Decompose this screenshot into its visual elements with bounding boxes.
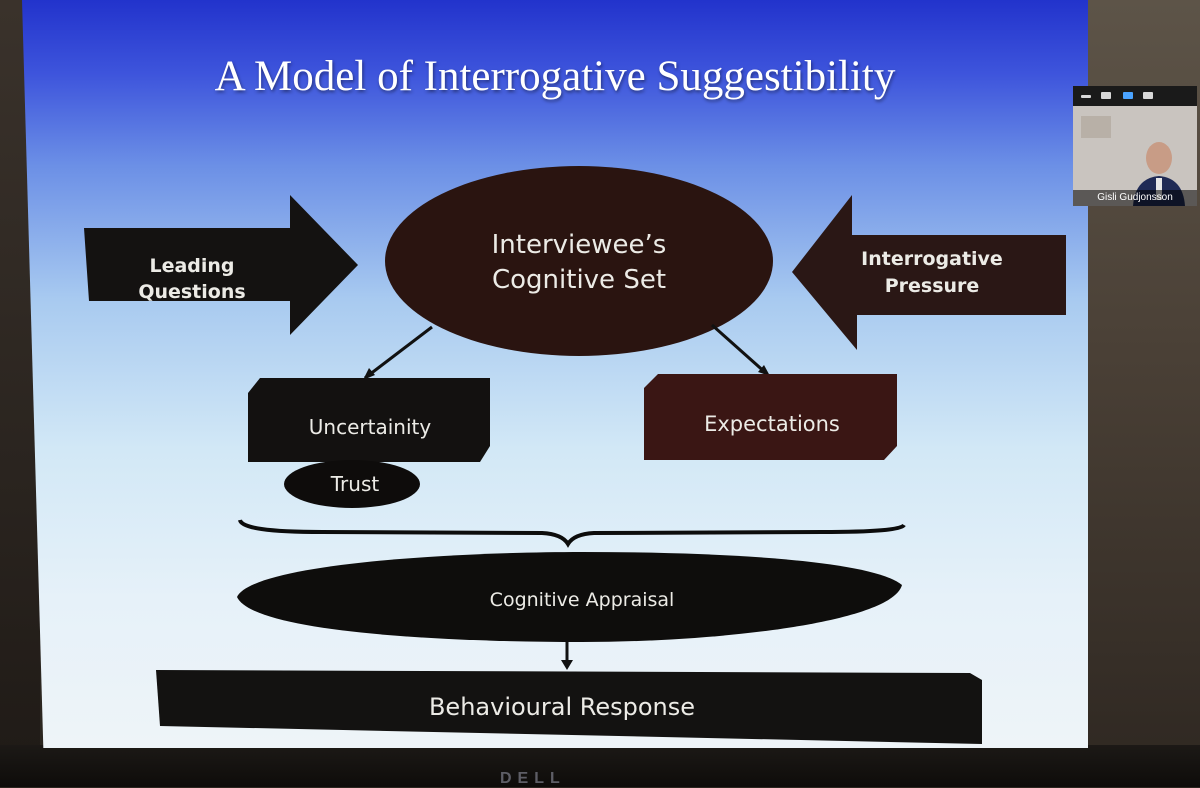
interrogative-pressure-label-line2: Pressure <box>884 274 980 297</box>
interrogative-pressure-label-line1: Interrogative <box>861 248 1003 270</box>
grouping-brace <box>238 519 906 548</box>
speaker-view-icon[interactable] <box>1101 92 1111 99</box>
behavioural-response-label: Behavioural Response <box>428 693 696 721</box>
participant-name: Gisli Gudjonsson <box>1073 190 1197 206</box>
cognitive-set-label-line1: Interviewee’s <box>491 230 667 260</box>
interrogative-pressure-arrow <box>792 195 1066 350</box>
trust-label: Trust <box>330 472 380 496</box>
grid-view-icon[interactable] <box>1143 92 1153 99</box>
arrowhead-behavioural-response <box>561 660 573 670</box>
presentation-slide: A Model of Interrogative Suggestibility … <box>22 0 1088 748</box>
uncertainty-label: Uncertainity <box>308 415 432 439</box>
expectations-box <box>644 374 897 460</box>
arrowhead-uncertainty <box>363 368 375 380</box>
monitor-bezel <box>0 745 1200 787</box>
gallery-strip-icon[interactable] <box>1123 92 1133 99</box>
cognitive-set-ellipse <box>385 166 773 356</box>
behavioural-response-box <box>156 670 982 744</box>
trust-ellipse <box>284 460 420 508</box>
leading-questions-label: Leading Questions <box>138 255 246 303</box>
arrow-to-expectations <box>711 323 768 376</box>
cognitive-appraisal-label: Cognitive Appraisal <box>489 589 675 611</box>
cognitive-appraisal-shape <box>237 552 902 642</box>
minimize-icon[interactable] <box>1081 95 1091 98</box>
arrow-to-uncertainty <box>364 325 433 380</box>
video-view-toolbar <box>1073 86 1197 106</box>
participant-video-tile[interactable] <box>1073 106 1197 206</box>
uncertainty-box <box>248 378 490 462</box>
expectations-label: Expectations <box>704 412 840 436</box>
monitor-brand-logo: DELL <box>500 770 566 787</box>
arrowhead-expectations <box>758 365 770 376</box>
slide-title: A Model of Interrogative Suggestibility <box>214 53 896 100</box>
cognitive-set-label: Interviewee’s Cognitive Set <box>412 228 746 298</box>
interrogative-pressure-label: Interrogative Pressure <box>852 246 1012 299</box>
leading-questions-arrow <box>84 195 358 335</box>
diagram-canvas <box>84 166 1066 744</box>
cognitive-set-label-line2: Cognitive Set <box>491 265 667 296</box>
